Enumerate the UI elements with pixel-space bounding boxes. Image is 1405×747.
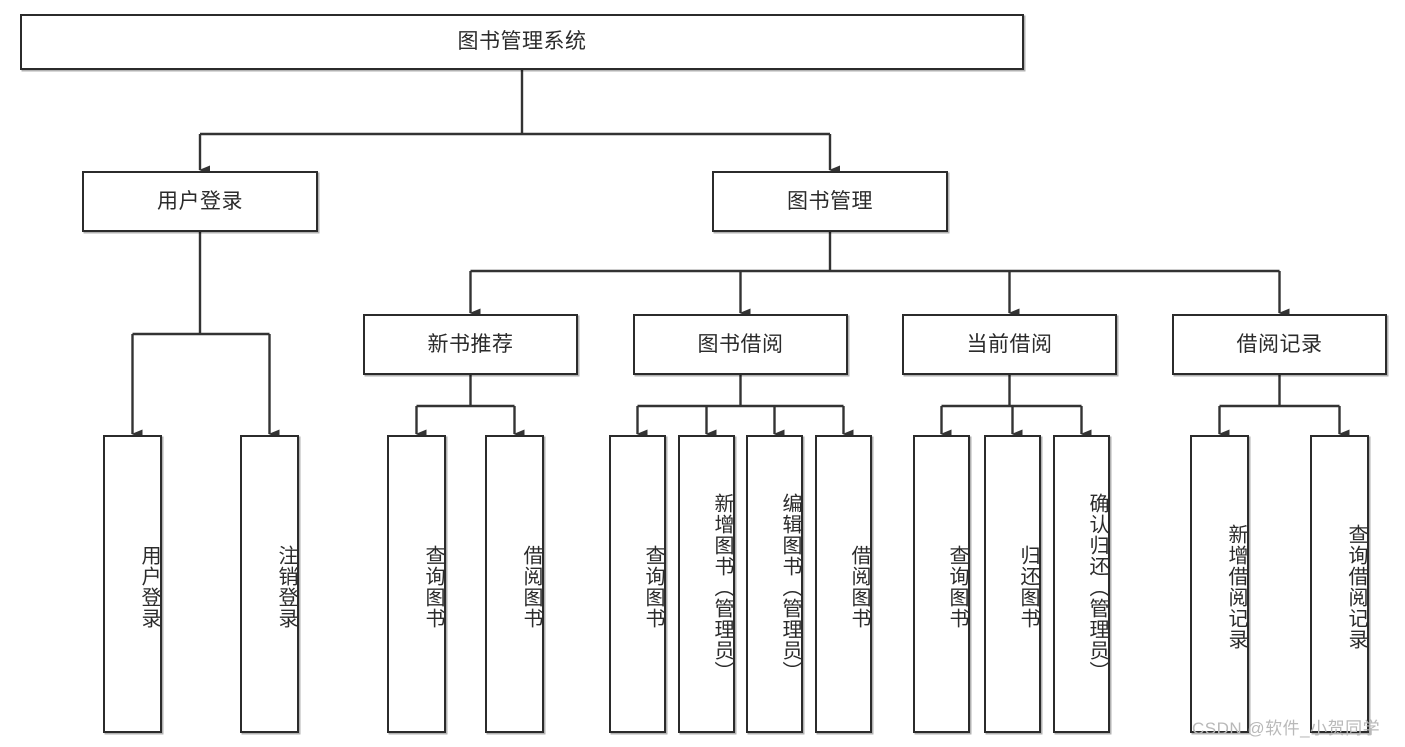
node-leaf-rec-borrow[interactable]: 借阅图书 (485, 435, 544, 733)
node-leaf-login[interactable]: 用户登录 (103, 435, 162, 733)
node-leaf-rec-query[interactable]: 查询图书 (387, 435, 446, 733)
node-label: 查询图书 (642, 545, 664, 629)
node-leaf-cb-confirm[interactable]: 确认归还（管理员） (1053, 435, 1110, 733)
node-book-manage[interactable]: 图书管理 (712, 171, 948, 232)
node-leaf-bb-borrow[interactable]: 借阅图书 (815, 435, 872, 733)
node-leaf-br-add[interactable]: 新增借阅记录 (1190, 435, 1249, 733)
node-leaf-cb-query[interactable]: 查询图书 (913, 435, 970, 733)
node-root[interactable]: 图书管理系统 (20, 14, 1024, 70)
node-new-book-rec[interactable]: 新书推荐 (363, 314, 578, 375)
node-label: 新书推荐 (427, 332, 514, 356)
node-leaf-br-query[interactable]: 查询借阅记录 (1310, 435, 1369, 733)
node-label: 借阅图书 (848, 545, 870, 629)
node-label: 编辑图书（管理员） (779, 492, 801, 682)
node-current-borrow[interactable]: 当前借阅 (902, 314, 1117, 375)
node-label: 借阅图书 (520, 545, 542, 629)
node-label: 注销登录 (275, 545, 297, 629)
node-label: 图书管理系统 (457, 30, 587, 54)
node-label: 用户登录 (138, 545, 160, 629)
node-label: 借阅记录 (1236, 332, 1323, 356)
node-label: 查询图书 (422, 545, 444, 629)
node-leaf-bb-query[interactable]: 查询图书 (609, 435, 666, 733)
node-leaf-cb-return[interactable]: 归还图书 (984, 435, 1041, 733)
node-user-login[interactable]: 用户登录 (82, 171, 318, 232)
node-leaf-bb-add[interactable]: 新增图书（管理员） (678, 435, 735, 733)
node-leaf-bb-edit[interactable]: 编辑图书（管理员） (746, 435, 803, 733)
node-label: 用户登录 (157, 189, 243, 213)
node-label: 确认归还（管理员） (1086, 492, 1108, 682)
node-label: 图书借阅 (697, 332, 784, 356)
node-book-borrow[interactable]: 图书借阅 (633, 314, 848, 375)
node-leaf-logout[interactable]: 注销登录 (240, 435, 299, 733)
node-label: 当前借阅 (966, 332, 1053, 356)
node-label: 查询图书 (946, 545, 968, 629)
node-label: 归还图书 (1017, 545, 1039, 629)
node-label: 新增图书（管理员） (711, 492, 733, 682)
node-borrow-record[interactable]: 借阅记录 (1172, 314, 1387, 375)
node-label: 查询借阅记录 (1345, 524, 1367, 650)
node-label: 新增借阅记录 (1225, 524, 1247, 650)
node-label: 图书管理 (787, 189, 873, 213)
